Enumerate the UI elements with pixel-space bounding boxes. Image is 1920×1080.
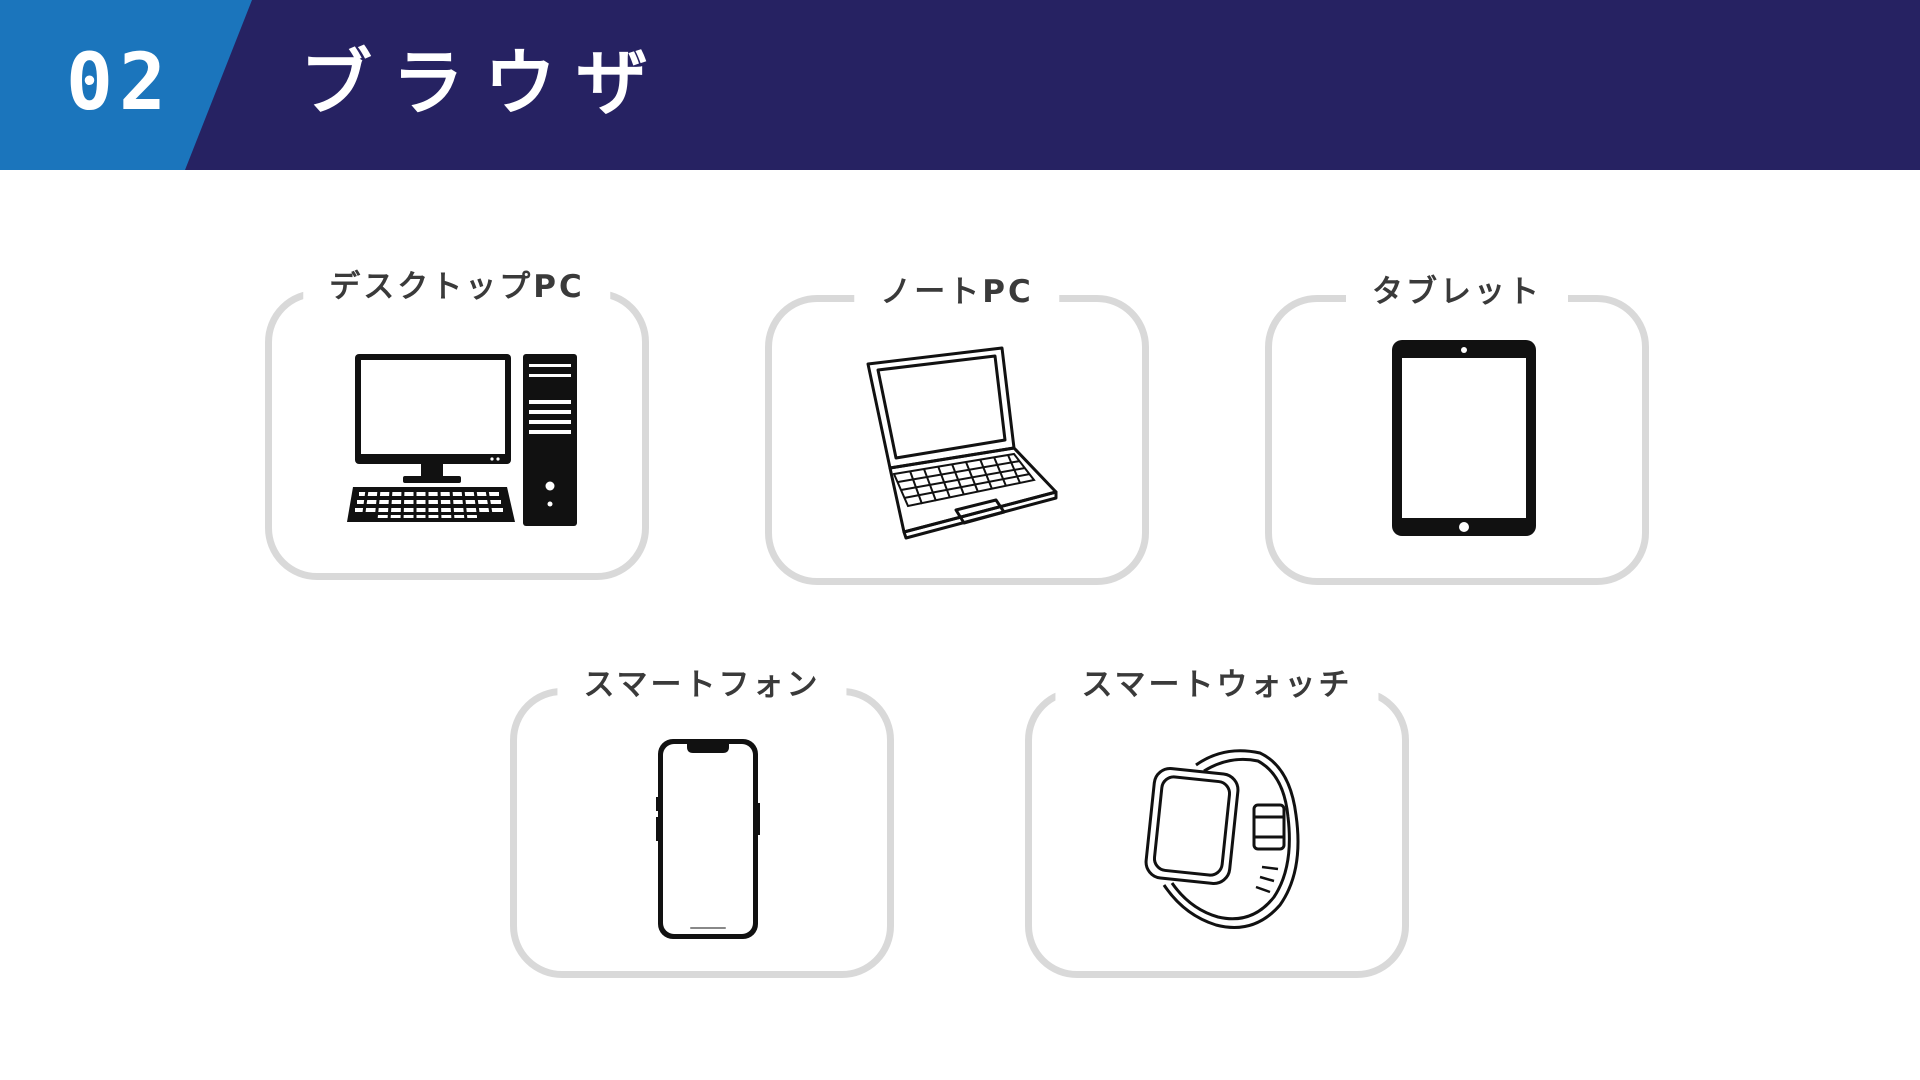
device-label: スマートフォン <box>557 661 847 709</box>
laptop-icon <box>866 346 1058 540</box>
header-bar: 02 ブラウザ <box>0 0 1920 170</box>
device-card-smartphone: スマートフォン <box>510 661 894 978</box>
smartphone-icon <box>656 739 760 939</box>
device-card-desktop-pc: デスクトップPC <box>265 263 649 580</box>
section-number: 02 <box>66 38 172 128</box>
device-card-laptop: ノートPC <box>765 268 1149 585</box>
device-label: タブレット <box>1346 268 1568 316</box>
device-card-tablet: タブレット <box>1265 268 1649 585</box>
tablet-icon <box>1392 340 1536 536</box>
device-card-smartwatch: スマートウォッチ <box>1025 661 1409 978</box>
desktop-pc-icon <box>347 354 577 526</box>
page-title: ブラウザ <box>300 41 669 125</box>
device-label: デスクトップPC <box>303 263 611 311</box>
smartwatch-icon <box>1144 749 1300 929</box>
device-label: ノートPC <box>854 268 1060 316</box>
device-label: スマートウォッチ <box>1055 661 1379 709</box>
